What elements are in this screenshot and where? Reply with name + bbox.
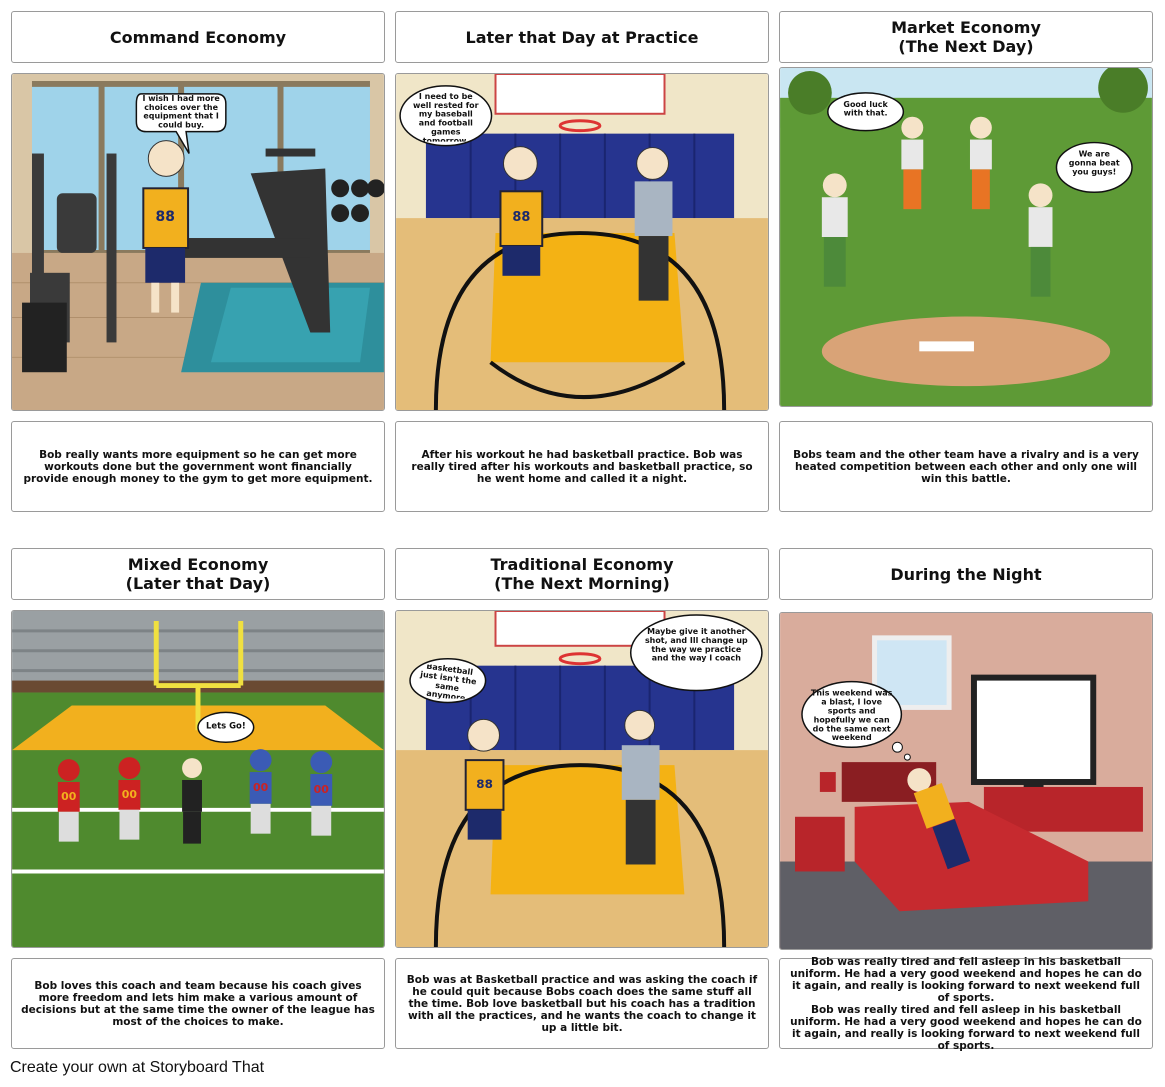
baseball-field-illustration: Good luck with that. We are gonna beat y…	[780, 68, 1152, 406]
panel-5-description: Bob was at Basketball practice and was a…	[395, 958, 769, 1049]
coach-character	[621, 709, 660, 865]
panel-3-title: Market Economy (The Next Day)	[779, 11, 1153, 63]
thought-bubble	[801, 680, 903, 748]
panel-2-title: Later that Day at Practice	[395, 11, 769, 63]
panel-5-title: Traditional Economy (The Next Morning)	[395, 548, 769, 600]
svg-text:00: 00	[314, 783, 330, 796]
bubble-text: Good luck with that.	[843, 99, 888, 118]
bob-character: 88	[499, 146, 544, 276]
player-orange	[901, 116, 924, 210]
speech-bubble	[399, 85, 493, 147]
svg-text:88: 88	[476, 777, 493, 791]
panel-4-title: Mixed Economy (Later that Day)	[11, 548, 385, 600]
panel-6-scene: This weekend was a blast, I love sports …	[779, 612, 1153, 950]
coach-character	[634, 147, 673, 301]
bob-character: 88	[142, 140, 190, 313]
storyboard-that-link[interactable]: Create your own at Storyboard That	[10, 1059, 265, 1076]
svg-text:00: 00	[61, 790, 77, 803]
panel-4-scene: 00 00 00 00 Lets Go!	[11, 610, 385, 948]
speech-bubble	[135, 93, 227, 154]
bubble-text: Basketball just isn't the same anymore	[419, 664, 478, 699]
player-blue: 00	[249, 749, 272, 834]
bubble-text: This weekend was a blast, I love sports …	[810, 688, 893, 743]
bubble-text: Lets Go!	[205, 721, 246, 732]
bubble-text: We are gonna beat you guys!	[1068, 149, 1120, 177]
bedroom-illustration: This weekend was a blast, I love sports …	[780, 613, 1152, 949]
panel-3-description: Bobs team and the other team have a riva…	[779, 421, 1153, 512]
player-blue-2: 00	[310, 751, 333, 836]
panel-6-title: During the Night	[779, 548, 1153, 600]
panel-3-scene: Good luck with that. We are gonna beat y…	[779, 67, 1153, 407]
basketball-court-illustration: 88 I need to be well rested for my baseb…	[396, 74, 768, 410]
panel-2-description: After his workout he had basketball prac…	[395, 421, 769, 512]
svg-text:88: 88	[156, 209, 175, 225]
panel-1-title: Command Economy	[11, 11, 385, 63]
panel-2-scene: 88 I need to be well rested for my baseb…	[395, 73, 769, 411]
player-red: 00	[57, 759, 80, 842]
panel-1-scene: 88 I wish I had more choices over the eq…	[11, 73, 385, 411]
speech-bubble	[197, 711, 255, 743]
speech-bubble	[827, 92, 905, 132]
panel-4-description: Bob loves this coach and team because hi…	[11, 958, 385, 1049]
basketball-court-illustration: 88 Basketball just isn't the same anymor…	[396, 611, 768, 947]
speech-bubble	[629, 614, 763, 692]
bubble-text: I wish I had more choices over the equip…	[142, 93, 220, 130]
football-field-illustration: 00 00 00 00 Lets Go!	[12, 611, 384, 947]
panel-6-description: Bob was really tired and fell asleep in …	[779, 956, 1153, 1052]
player-green	[821, 173, 848, 287]
player-orange-2	[969, 116, 992, 210]
bubble-text: I need to be well rested for my baseball…	[413, 91, 479, 142]
svg-text:00: 00	[122, 788, 138, 801]
sleeping-bob	[907, 768, 971, 870]
svg-text:88: 88	[512, 210, 530, 225]
panel-5-scene: 88 Basketball just isn't the same anymor…	[395, 610, 769, 948]
panel-1-description: Bob really wants more equipment so he ca…	[11, 421, 385, 512]
referee	[182, 758, 202, 844]
svg-text:00: 00	[253, 781, 269, 794]
speech-bubble	[409, 657, 487, 704]
gym-illustration: 88 I wish I had more choices over the eq…	[12, 74, 384, 410]
bob-character: 88	[464, 718, 505, 840]
player-red-2: 00	[118, 757, 141, 840]
speech-bubble	[1055, 141, 1133, 194]
bubble-text: Maybe give it another shot, and Ill chan…	[644, 626, 748, 663]
player-green-2	[1028, 183, 1053, 297]
